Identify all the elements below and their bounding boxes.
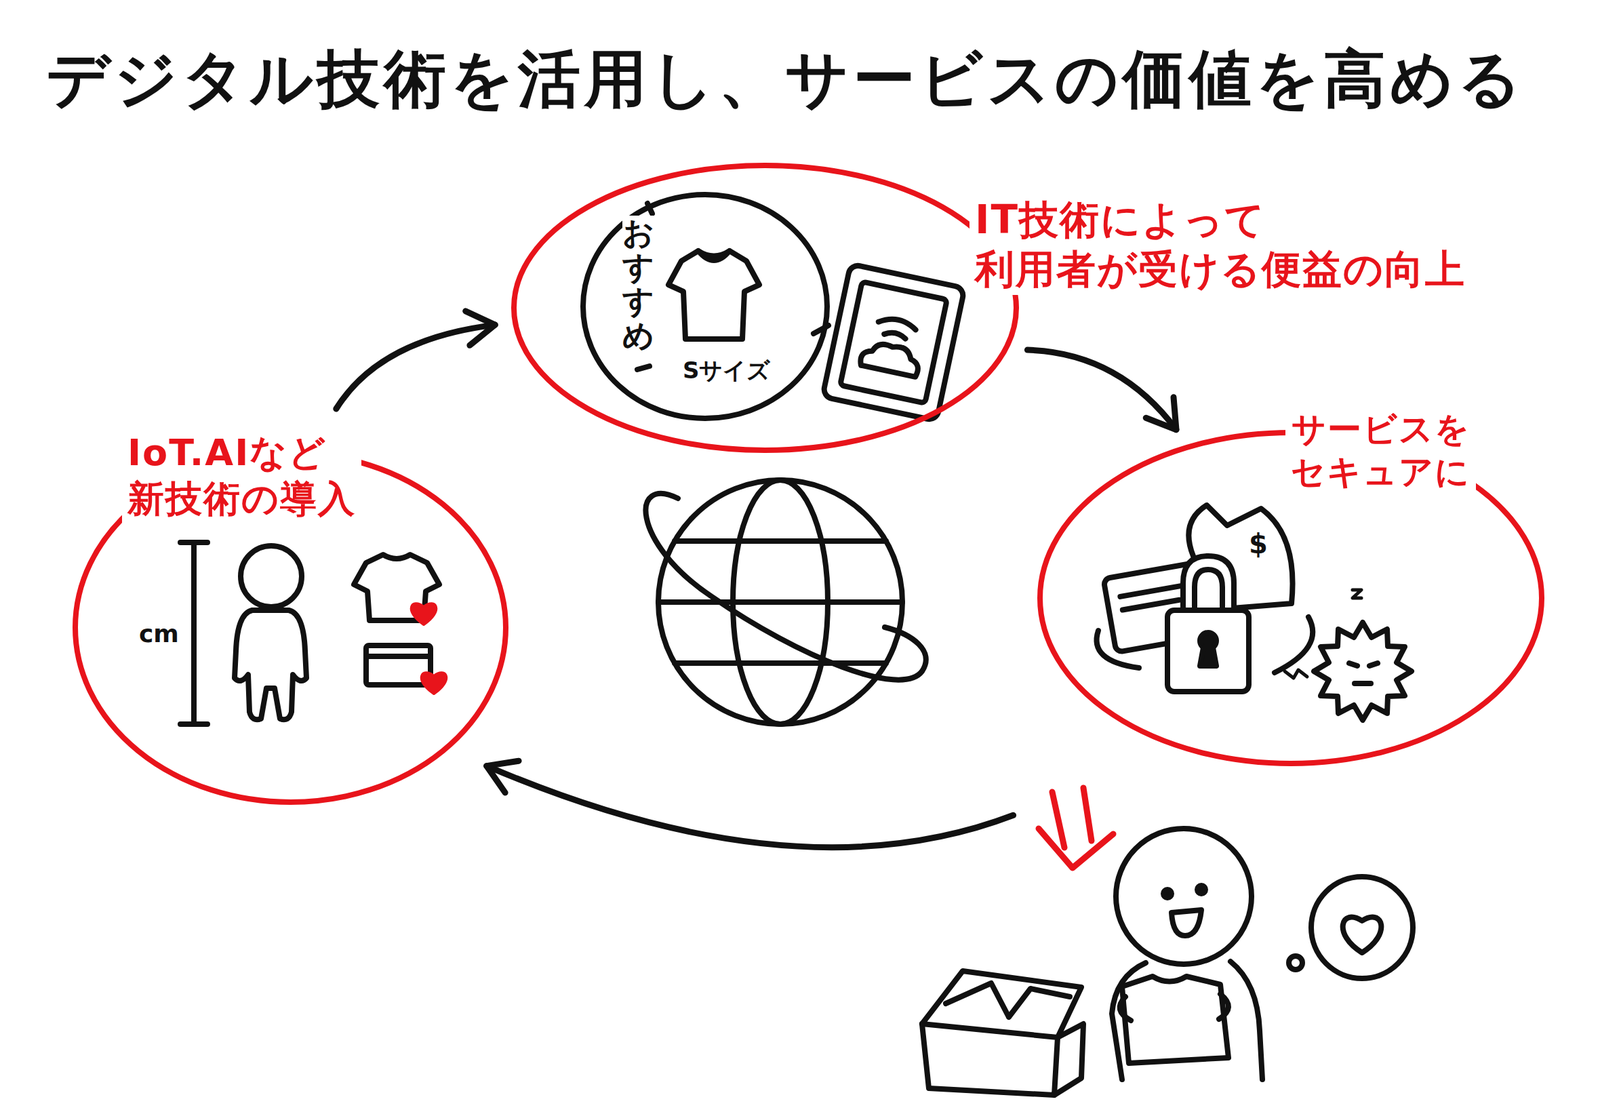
emphasis-mark [637, 366, 650, 370]
lock-body [1167, 610, 1249, 692]
person-body [234, 610, 307, 720]
held-shirt [1122, 976, 1229, 1064]
label-wrap: Sサイズ [681, 357, 773, 384]
ellipse-outline [509, 161, 1021, 455]
customer-mouth [1171, 909, 1202, 936]
wifi-arc [878, 315, 918, 330]
connector-line [336, 324, 495, 409]
height-tick [180, 721, 208, 727]
node-label: IT技術によって 利用者が受ける便益の向上 [969, 193, 1472, 295]
virus-icon [1284, 589, 1412, 720]
virus-eye [1349, 663, 1358, 666]
lock-shackle [1194, 569, 1223, 611]
result-arrow [1038, 787, 1114, 868]
shirt-icon [668, 250, 760, 339]
motion-mark [1352, 589, 1362, 598]
connector-arrow [1027, 349, 1177, 430]
node-label: IoT.AIなど 新技術の導入 [122, 428, 362, 523]
customer-head [1115, 828, 1252, 965]
globe-latitude [674, 538, 887, 544]
bubble-tail [813, 325, 829, 334]
connector-line [1027, 349, 1177, 430]
globe-icon [646, 480, 927, 725]
shorts-waist [366, 653, 431, 659]
connector-arrow [486, 760, 1014, 847]
globe-latitude [658, 599, 903, 605]
connector-arrow [336, 311, 495, 409]
wifi-arc [884, 330, 906, 339]
heart-icon [421, 672, 447, 694]
box-flaps [945, 983, 1070, 1017]
hand-line [1096, 630, 1140, 668]
speech-bubble [583, 194, 828, 419]
hand-line [1274, 616, 1313, 673]
unit-label: cm [137, 620, 181, 648]
diagram-title: デジタル技術を活用し、サービスの価値を高める [46, 42, 1526, 117]
arrow-head [465, 311, 496, 346]
motion-mark [1284, 669, 1308, 678]
shirt-collar [698, 250, 730, 261]
ellipse-stroke [513, 165, 1017, 451]
measure-illustration [180, 542, 447, 725]
idea-ellipse: IT技術によって 利用者が受ける便益の向上 [509, 161, 1021, 455]
label-wrap: cm [137, 620, 181, 648]
security-illustration [1096, 505, 1314, 692]
node-label: サービスを セキュアに [1285, 406, 1476, 495]
connector-line [486, 766, 1014, 848]
currency-sign: $ [1247, 528, 1270, 559]
label-wrap: おすすめ [622, 215, 654, 353]
customer-eye [1197, 885, 1206, 894]
size-note: Sサイズ [681, 357, 773, 384]
box-top [922, 970, 1082, 1038]
arrow-head [1145, 397, 1177, 430]
globe-orbit [646, 493, 927, 680]
customer-hand [1218, 993, 1229, 1019]
heart-icon [1343, 917, 1382, 953]
recommend-illustration [583, 194, 965, 422]
cloud-icon [859, 339, 923, 377]
tablet-icon [822, 263, 965, 421]
card-stripe [1120, 584, 1190, 597]
box-side [1054, 1023, 1084, 1095]
keyhole [1200, 647, 1217, 666]
emphasis-mark [647, 203, 653, 214]
thought-dot [1288, 955, 1303, 970]
customer-body [1230, 961, 1263, 1080]
globe-outline [658, 480, 903, 725]
idea-ellipse: サービスを セキュアに [1035, 428, 1546, 768]
box-front [922, 1023, 1058, 1095]
arrow-head [486, 760, 519, 793]
globe-latitude [674, 660, 887, 666]
person-head [240, 545, 302, 607]
customer-eye [1163, 889, 1172, 898]
recommend-note: おすすめ [622, 215, 654, 353]
virus-eye [1369, 663, 1378, 666]
height-tick [180, 539, 208, 546]
thought-bubble [1311, 876, 1413, 979]
virus-mouth [1354, 680, 1371, 687]
label-wrap: $ [1247, 528, 1270, 559]
tablet-screen [840, 281, 948, 403]
tablet-body [822, 263, 965, 421]
customer-illustration [922, 787, 1413, 1095]
virus-body [1313, 622, 1412, 720]
customer-hand [1120, 996, 1131, 1021]
height-bar [191, 542, 197, 725]
title-wrap: デジタル技術を活用し、サービスの価値を高める [46, 42, 1526, 117]
lock-shackle [1183, 555, 1234, 611]
heart-icon [411, 603, 437, 625]
